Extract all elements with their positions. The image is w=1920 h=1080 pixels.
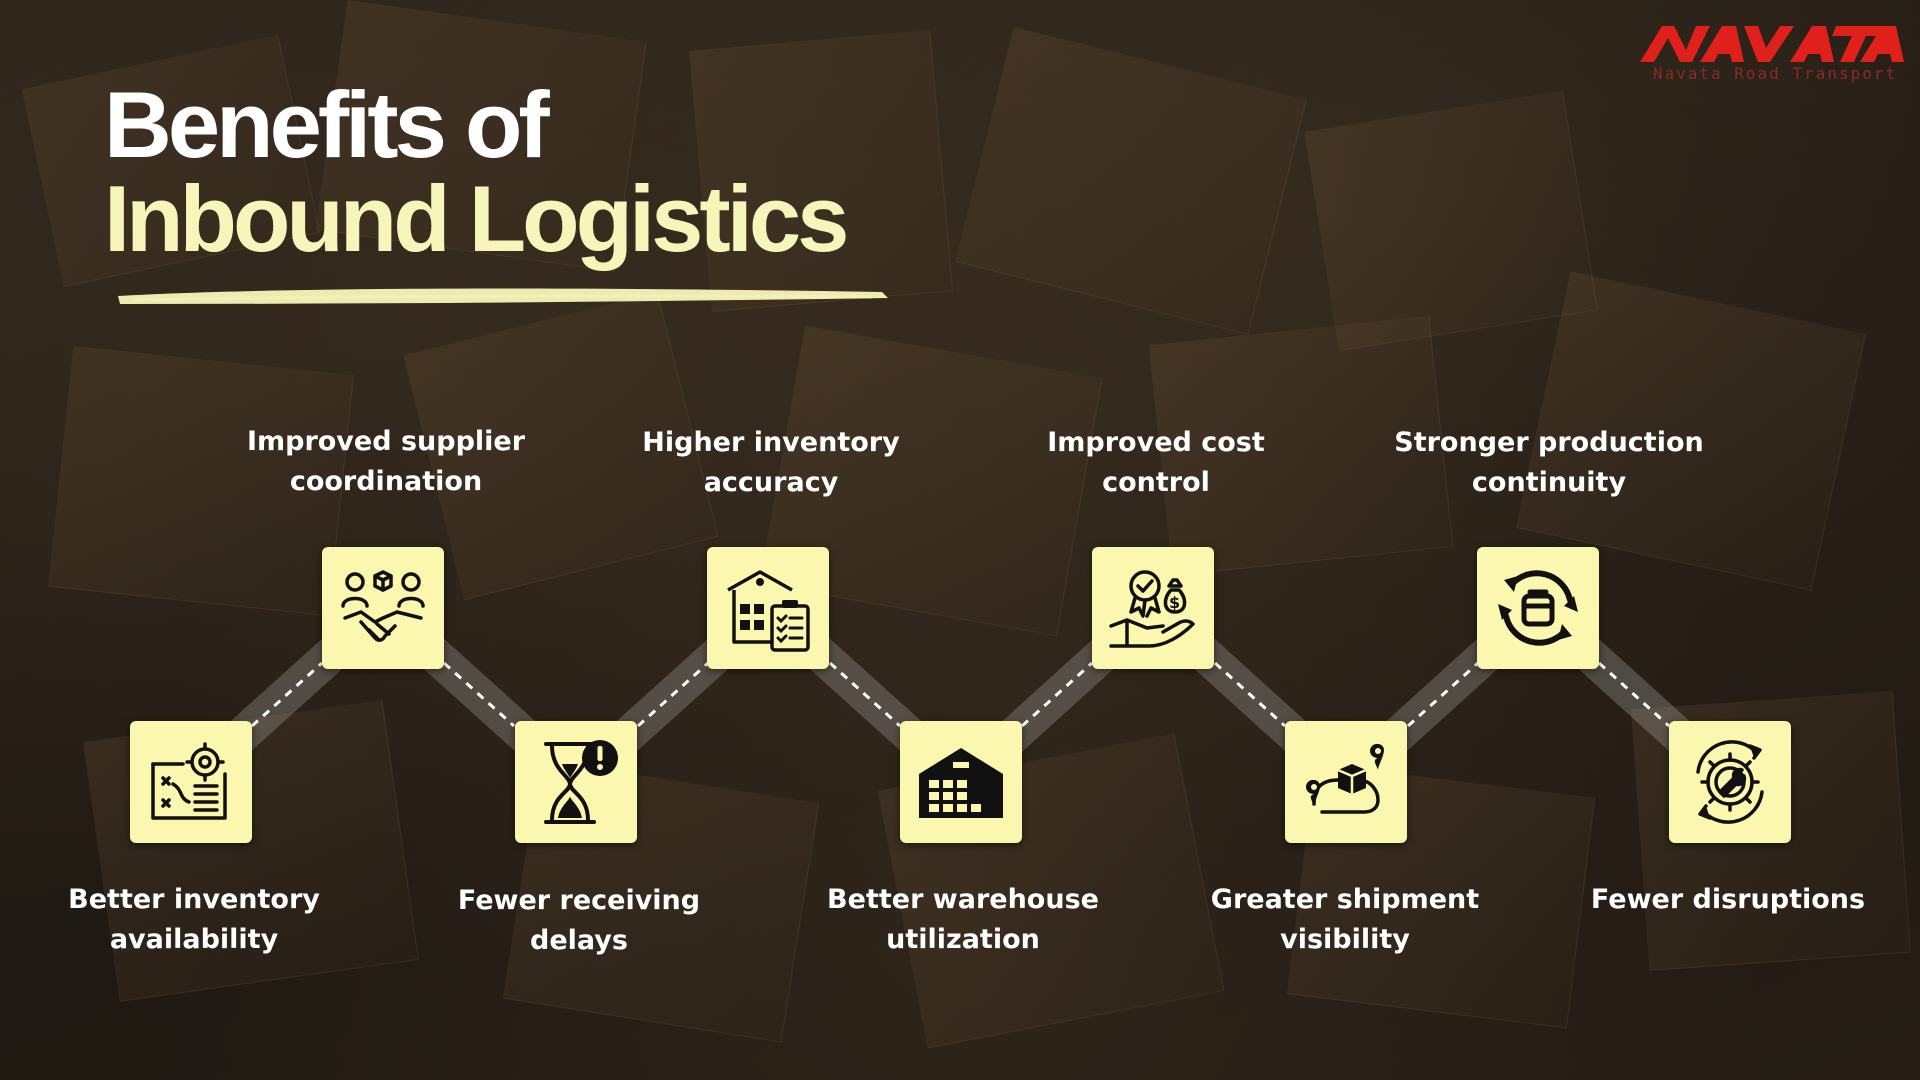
page-title-line1: Benefits of bbox=[104, 72, 550, 177]
label-line1: Improved cost bbox=[1047, 427, 1265, 458]
title-brush-underline bbox=[118, 288, 888, 304]
inventory-blueprint-gear-icon bbox=[151, 742, 227, 820]
label-line1: Fewer disruptions bbox=[1590, 884, 1866, 915]
label-line2: accuracy bbox=[703, 467, 839, 498]
navata-wordmark-icon bbox=[1640, 26, 1904, 62]
label-line1: Better inventory bbox=[68, 884, 320, 915]
benefit-label-cost-control: Improved cost control bbox=[996, 423, 1316, 503]
svg-text:$: $ bbox=[1169, 593, 1180, 612]
label-line2: coordination bbox=[289, 466, 483, 497]
label-line2: continuity bbox=[1471, 467, 1627, 498]
benefit-tile-cost-control: $ bbox=[1092, 547, 1214, 669]
label-line2: utilization bbox=[886, 924, 1040, 955]
benefit-label-fewer-disruptions: Fewer disruptions bbox=[1568, 880, 1888, 920]
label-line1: Fewer receiving bbox=[457, 885, 701, 916]
benefit-label-supplier-coordination: Improved supplier coordination bbox=[226, 422, 546, 502]
label-line2: delays bbox=[530, 925, 628, 956]
benefit-tile-warehouse-utilization bbox=[900, 721, 1022, 843]
label-line1: Better warehouse bbox=[827, 884, 1099, 915]
benefit-tile-receiving-delays bbox=[515, 721, 637, 843]
benefit-label-warehouse-utilization: Better warehouse utilization bbox=[803, 880, 1123, 960]
benefit-tile-supplier-coordination bbox=[322, 547, 444, 669]
hourglass-alert-icon bbox=[544, 740, 618, 824]
page-title-line2: Inbound Logistics bbox=[104, 166, 849, 271]
label-line2: control bbox=[1102, 467, 1210, 498]
benefit-label-production-continuity: Stronger production continuity bbox=[1389, 423, 1709, 503]
logo-subtitle: Navata Road Transport bbox=[1652, 64, 1898, 83]
benefit-tile-inventory-accuracy bbox=[707, 547, 829, 669]
benefit-tile-fewer-disruptions bbox=[1669, 721, 1791, 843]
label-line1: Stronger production bbox=[1394, 427, 1704, 458]
benefit-label-inventory-availability: Better inventory availability bbox=[34, 880, 354, 960]
benefit-tile-inventory-availability bbox=[130, 721, 252, 843]
benefit-label-inventory-accuracy: Higher inventory accuracy bbox=[611, 423, 931, 503]
hand-money-badge-icon: $ bbox=[1109, 570, 1195, 648]
label-line2: availability bbox=[109, 924, 279, 955]
label-line1: Higher inventory bbox=[642, 427, 900, 458]
label-line2: visibility bbox=[1280, 924, 1410, 955]
shipment-route-pins-icon bbox=[1306, 743, 1384, 814]
label-line1: Greater shipment bbox=[1210, 884, 1480, 915]
benefit-tile-production-continuity bbox=[1477, 547, 1599, 669]
benefit-tile-shipment-visibility bbox=[1285, 721, 1407, 843]
benefit-label-receiving-delays: Fewer receiving delays bbox=[419, 881, 739, 961]
label-line1: Improved supplier bbox=[246, 426, 526, 457]
gear-wrench-cycle-icon bbox=[1696, 740, 1764, 824]
navata-logo: Navata Road Transport bbox=[1640, 20, 1910, 90]
cycle-arrows-box-icon bbox=[1498, 570, 1578, 646]
warehouse-storage-icon bbox=[919, 748, 1003, 818]
benefit-label-shipment-visibility: Greater shipment visibility bbox=[1185, 880, 1505, 960]
warehouse-checklist-icon bbox=[727, 570, 810, 652]
handshake-partners-icon bbox=[341, 570, 425, 642]
